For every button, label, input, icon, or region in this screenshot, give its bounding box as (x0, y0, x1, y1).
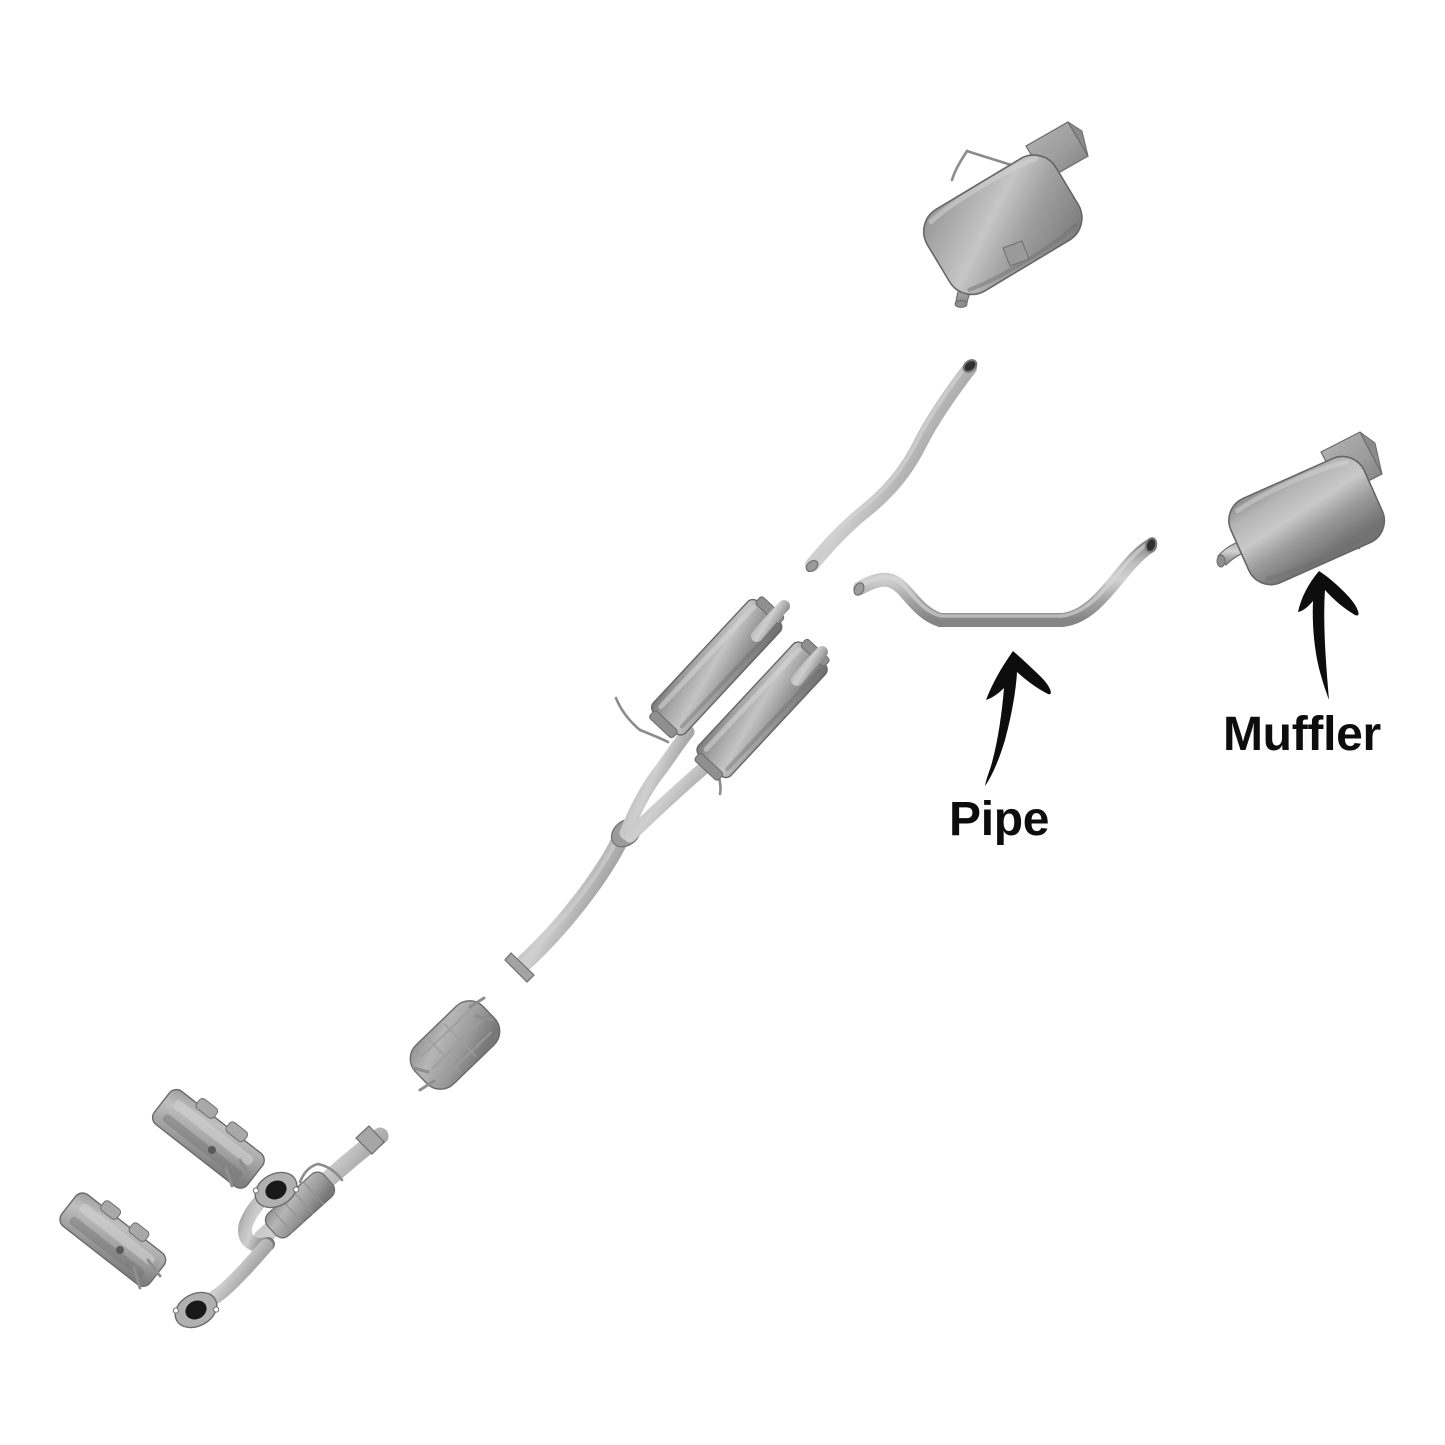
part-muffler-top (922, 121, 1089, 308)
part-muffler-right (1216, 431, 1386, 586)
annotation-arrow-pipe (985, 651, 1051, 786)
annotation-label-muffler: Muffler (1223, 708, 1381, 761)
part-resonator-assembly (504, 596, 830, 983)
part-exhaust-manifold-lower (59, 1192, 167, 1290)
part-exhaust-manifold-upper (151, 1088, 265, 1189)
part-exhaust-pipe-lower (853, 537, 1158, 627)
part-front-y-pipe (172, 1125, 389, 1329)
part-exhaust-pipe-upper (805, 359, 978, 573)
annotation-label-pipe: Pipe (949, 793, 1050, 846)
annotation-arrow-muffler (1298, 571, 1359, 700)
part-catalytic-converter-mid (409, 996, 501, 1092)
